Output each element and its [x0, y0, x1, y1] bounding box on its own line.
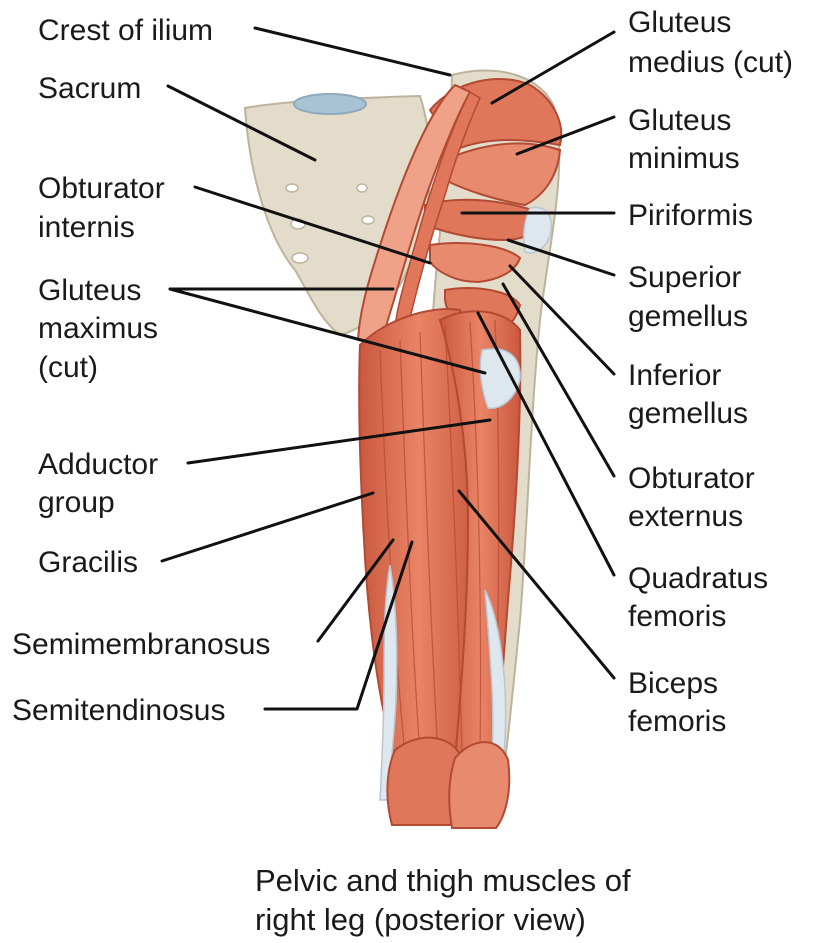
leader-crest-of-ilium — [253, 26, 452, 77]
leader-gluteus-maximus-b — [168, 287, 487, 375]
label-sacrum: Sacrum — [38, 72, 141, 105]
caption-line2: right leg (posterior view) — [255, 902, 586, 937]
label-gluteus-minimus-line1: Gluteus — [628, 104, 731, 137]
label-obturator-externus-line1: Obturator — [628, 462, 755, 495]
label-quadratus-femoris-line2: femoris — [628, 600, 726, 633]
leader-inferior-gemellus — [508, 264, 616, 376]
leader-obturator-externus — [501, 282, 616, 478]
label-biceps-femoris-line1: Biceps — [628, 667, 718, 700]
leader-gluteus-minimus — [515, 115, 616, 156]
left-labels: Crest of ilium Sacrum Obturator internis… — [12, 14, 270, 727]
sacral-foramina — [285, 183, 375, 264]
label-gluteus-medius-line2: medius (cut) — [628, 46, 793, 79]
label-gluteus-maximus-line3: (cut) — [38, 351, 98, 384]
label-biceps-femoris-line2: femoris — [628, 705, 726, 738]
figure-caption: Pelvic and thigh muscles of right leg (p… — [255, 863, 631, 937]
label-superior-gemellus-line2: gemellus — [628, 300, 748, 333]
leader-sacrum — [166, 84, 317, 162]
leader-gracilis — [160, 491, 375, 563]
leader-gluteus-medius — [490, 30, 616, 105]
label-gluteus-minimus-line2: minimus — [628, 142, 740, 175]
ischial-tendon — [479, 348, 521, 409]
label-superior-gemellus-line1: Superior — [628, 261, 741, 294]
caption-line1: Pelvic and thigh muscles of — [255, 863, 631, 898]
label-gluteus-medius-line1: Gluteus — [628, 6, 731, 39]
label-gluteus-maximus-line1: Gluteus — [38, 274, 141, 307]
label-semitendinosus: Semitendinosus — [12, 694, 225, 727]
label-inferior-gemellus-line1: Inferior — [628, 359, 721, 392]
label-inferior-gemellus-line2: gemellus — [628, 397, 748, 430]
leader-quadratus-femoris — [476, 311, 616, 577]
leader-semimembranosus — [316, 538, 395, 643]
anatomy-illustration — [243, 69, 563, 829]
gastrocnemius-lateral-head — [448, 741, 511, 829]
label-obturator-internis-line2: internis — [38, 211, 135, 244]
gluteus-minimus-muscle — [444, 142, 562, 207]
leader-semitendinosus — [263, 540, 414, 711]
label-adductor-group-line1: Adductor — [38, 448, 158, 481]
label-obturator-externus-line2: externus — [628, 500, 743, 533]
label-obturator-internis-line1: Obturator — [38, 172, 165, 205]
leader-obturator-internis — [193, 185, 432, 265]
label-gluteus-maximus-line2: maximus — [38, 312, 158, 345]
leader-superior-gemellus — [506, 238, 616, 277]
label-gracilis: Gracilis — [38, 546, 138, 579]
label-semimembranosus: Semimembranosus — [12, 628, 270, 661]
leader-adductor-group — [186, 418, 492, 465]
gemellus-muscles — [429, 242, 522, 284]
label-adductor-group-line2: group — [38, 486, 115, 519]
right-labels: Gluteus medius (cut) Gluteus minimus Pir… — [628, 6, 793, 738]
leader-lines — [160, 26, 616, 711]
label-crest-of-ilium: Crest of ilium — [38, 14, 213, 47]
sacral-promontory-cartilage — [293, 93, 367, 115]
leader-biceps-femoris — [457, 489, 616, 680]
label-quadratus-femoris-line1: Quadratus — [628, 562, 768, 595]
label-piriformis: Piriformis — [628, 199, 753, 232]
